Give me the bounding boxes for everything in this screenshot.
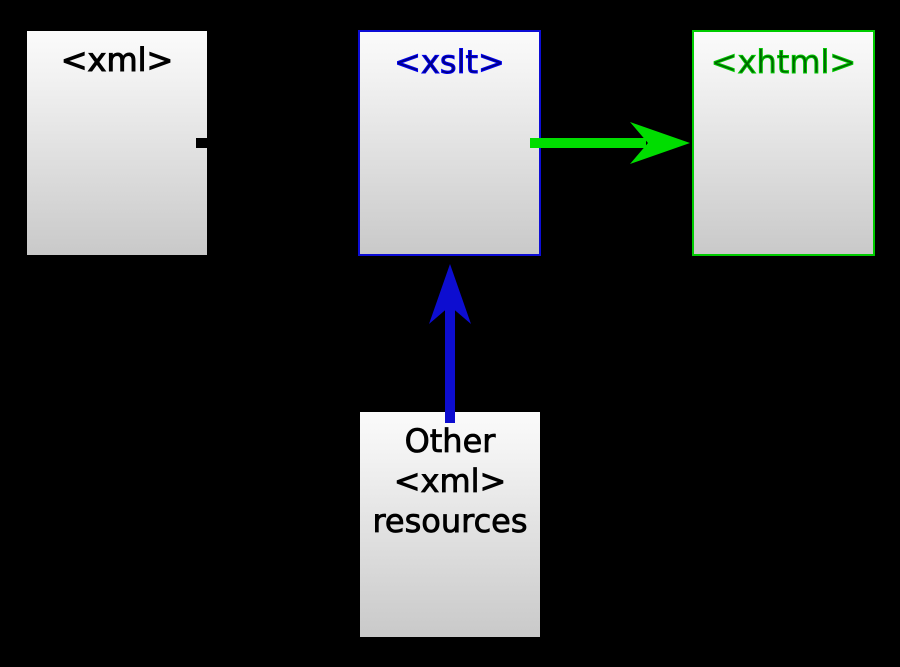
resources-box-label-line2: <xml> <box>393 462 507 501</box>
arrow-xml-to-xslt <box>196 122 356 164</box>
resources-box-label-line3: resources <box>372 502 528 541</box>
arrow-resources-to-xslt <box>429 264 471 423</box>
arrow-xml-to-xslt-head <box>296 122 356 164</box>
arrow-xslt-to-xhtml <box>530 122 690 164</box>
other-xml-resources-box: Other <xml> resources <box>360 412 540 637</box>
arrow-xml-to-xslt-shaft <box>196 138 312 148</box>
xslt-stylesheet-box: <xslt> <box>358 30 541 256</box>
xml-document-box: <xml> <box>27 31 207 255</box>
xhtml-output-box: <xhtml> <box>692 30 875 256</box>
arrow-xslt-to-xhtml-shaft <box>530 138 646 148</box>
xml-box-label: <xml> <box>60 41 174 80</box>
xhtml-box-label: <xhtml> <box>710 43 857 82</box>
arrow-resources-to-xslt-shaft <box>445 302 455 423</box>
arrow-xslt-to-xhtml-head <box>630 122 690 164</box>
arrow-resources-to-xslt-head <box>429 264 471 324</box>
xslt-box-label: <xslt> <box>394 43 506 82</box>
resources-box-label-line1: Other <box>404 422 496 461</box>
